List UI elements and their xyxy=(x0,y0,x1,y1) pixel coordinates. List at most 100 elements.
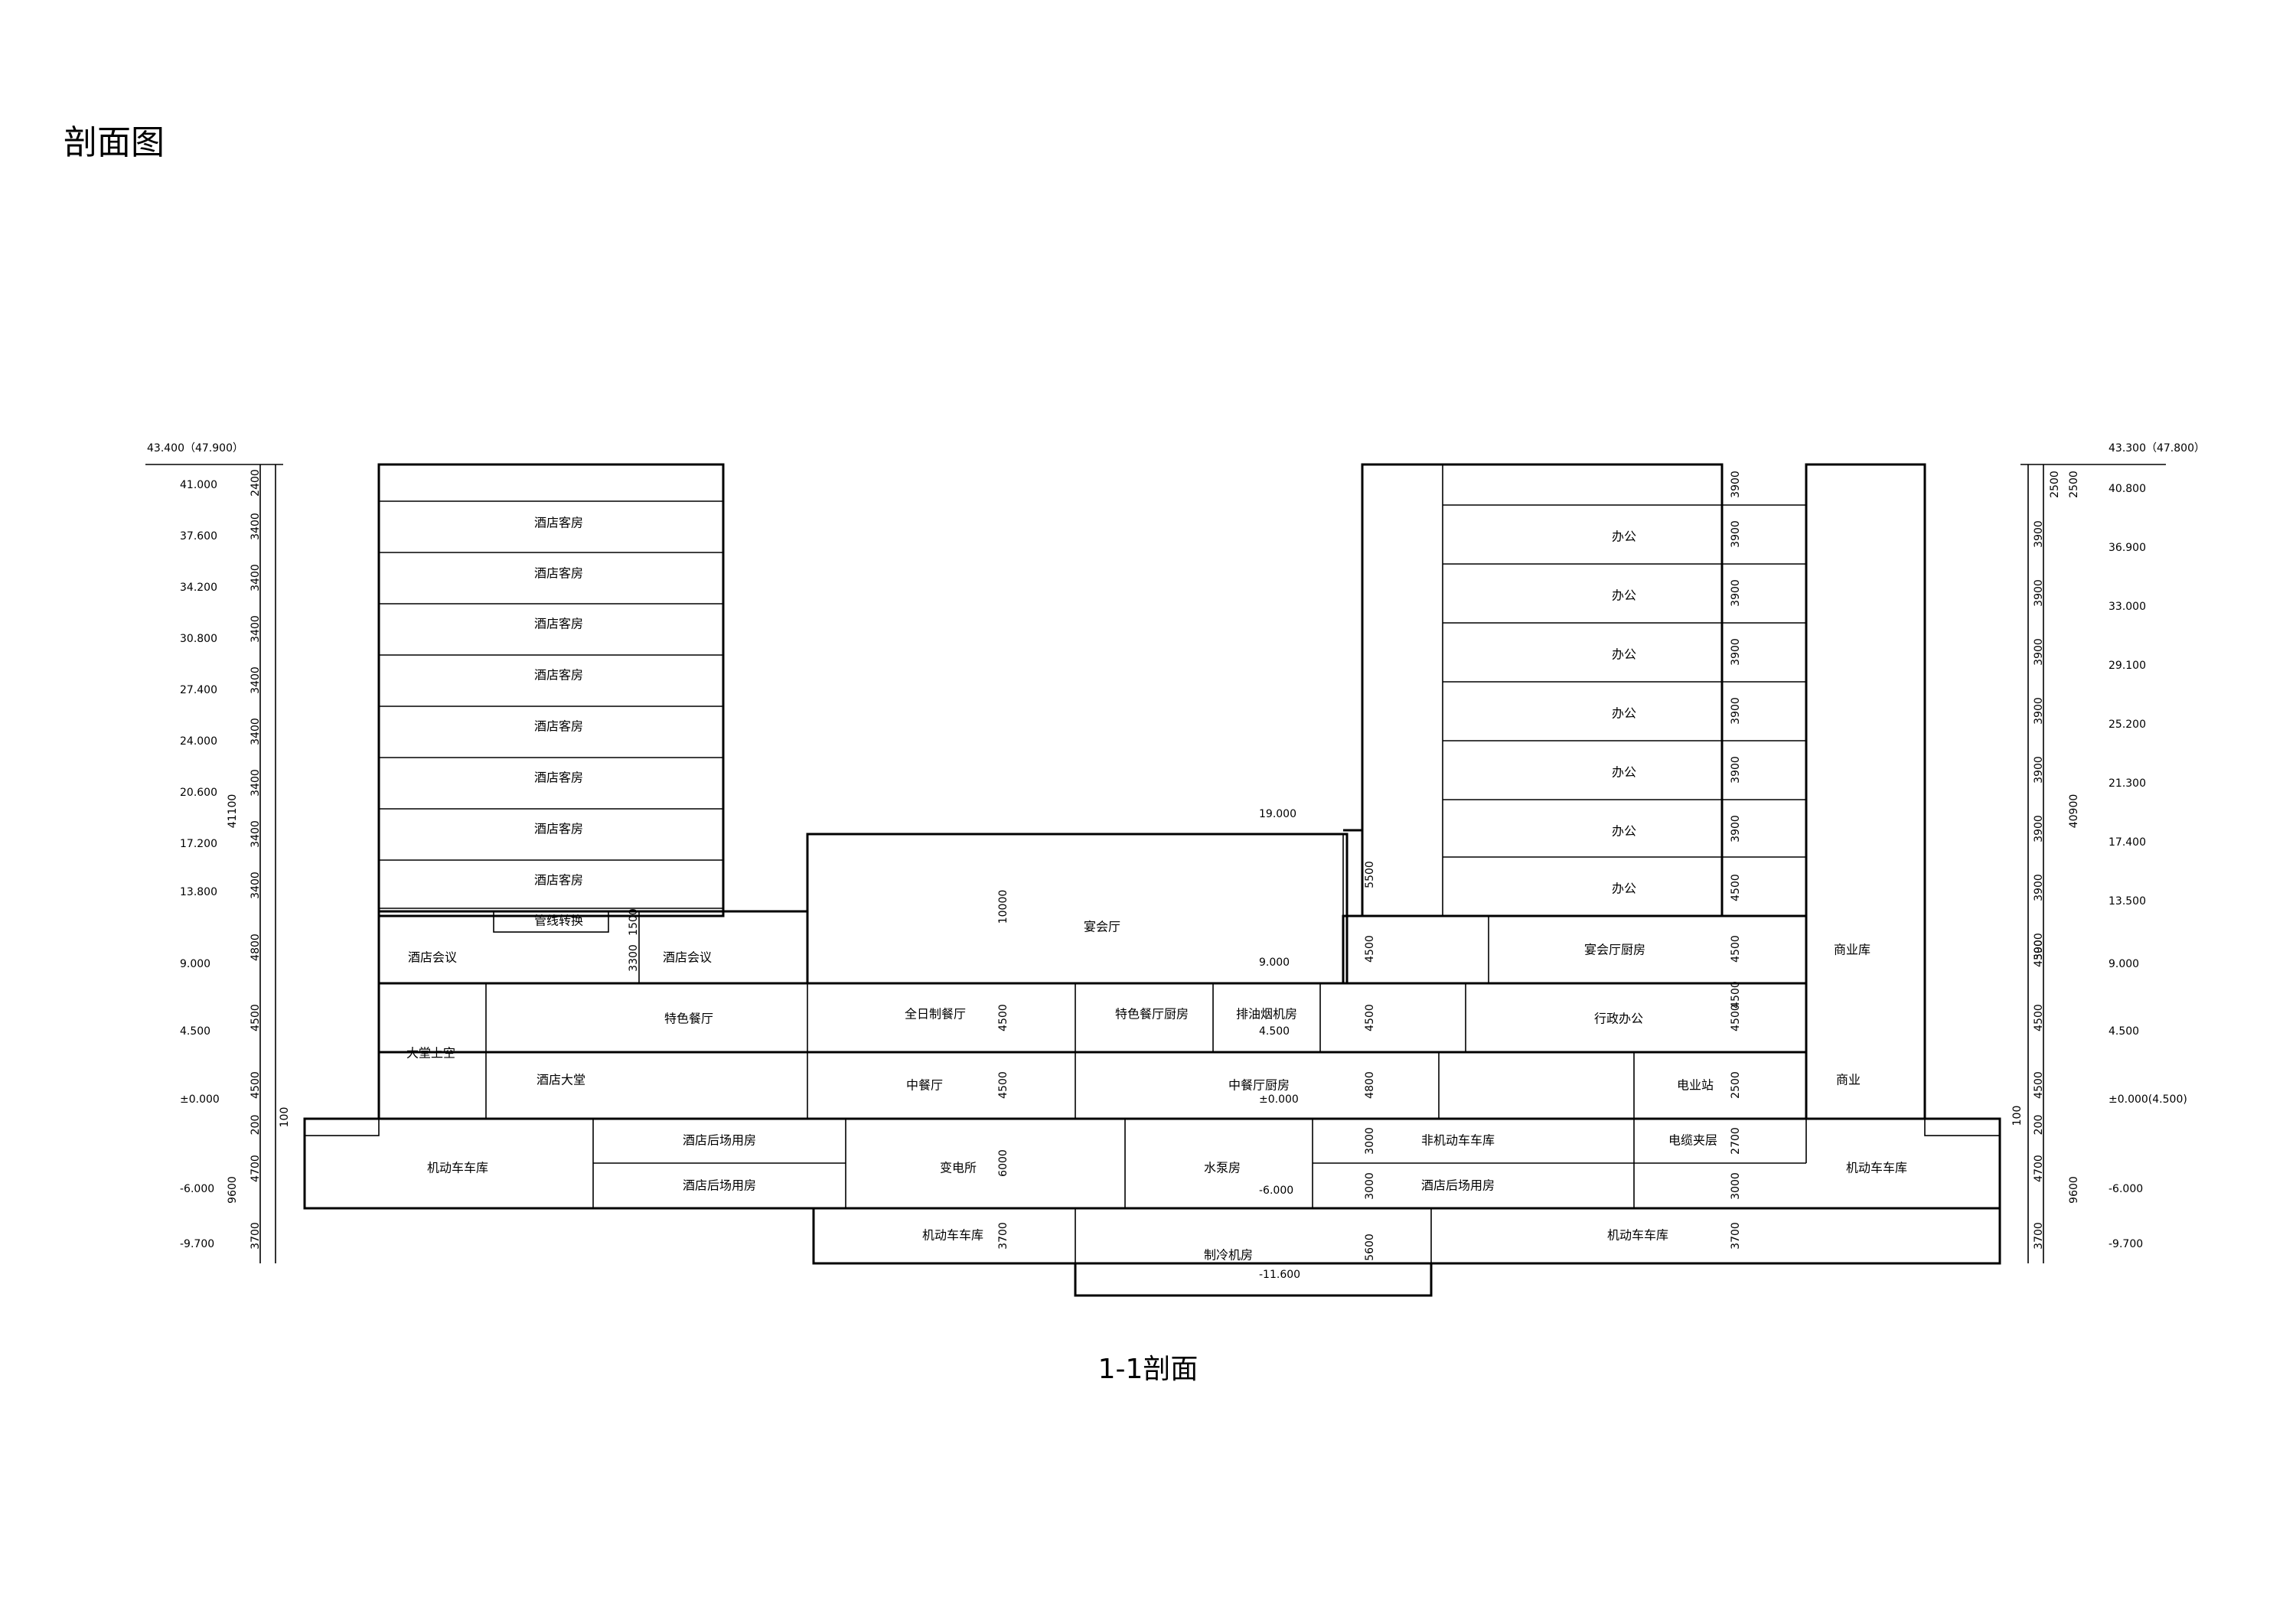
room-label: 酒店客房 xyxy=(534,873,583,888)
dim-label: 3700 xyxy=(2033,1222,2045,1250)
room-label: 非机动车车库 xyxy=(1421,1133,1495,1148)
page-title: 剖面图 xyxy=(64,123,165,162)
dim-label: 6000 xyxy=(997,1149,1009,1177)
structure-lines xyxy=(303,463,2001,1297)
level-label: 17.200 xyxy=(180,838,217,850)
dim-label: 4700 xyxy=(2033,1155,2045,1182)
dim-label: 4800 xyxy=(1364,1071,1376,1099)
inner-annotations: 19.000 9.000 4.500 ±0.000 -6.000 -11.600… xyxy=(628,471,1742,1281)
dim-label: 3400 xyxy=(249,564,262,592)
level-label: ±0.000 xyxy=(180,1093,220,1106)
dim-label: 3900 xyxy=(2033,579,2045,607)
dim-label: 3900 xyxy=(2033,933,2045,960)
room-label: 机动车车库 xyxy=(1846,1161,1907,1175)
dim-label: 4500 xyxy=(1364,935,1376,963)
dim-label: 4500 xyxy=(2033,1004,2045,1031)
level-label: 25.200 xyxy=(2108,719,2146,731)
dim-label: 3400 xyxy=(249,718,262,745)
room-label: 酒店客房 xyxy=(534,771,583,785)
room-label: 商业 xyxy=(1836,1073,1861,1087)
level-label: ±0.000 xyxy=(1259,1093,1299,1106)
room-label: 酒店后场用房 xyxy=(1421,1178,1495,1193)
level-label: -9.700 xyxy=(180,1238,214,1250)
dim-label: 3400 xyxy=(249,615,262,643)
room-label: 酒店客房 xyxy=(534,516,583,530)
dim-label: 4500 xyxy=(249,1004,262,1031)
dim-label: 4500 xyxy=(1730,935,1742,963)
room-label: 特色餐厅 xyxy=(664,1012,713,1026)
dim-label: 5600 xyxy=(1364,1234,1376,1261)
dim-label: 2500 xyxy=(1730,1071,1742,1099)
level-label: -11.600 xyxy=(1259,1269,1300,1281)
room-label: 机动车车库 xyxy=(427,1161,488,1175)
dim-label: 3700 xyxy=(997,1222,1009,1250)
level-label: -6.000 xyxy=(2108,1183,2143,1195)
level-label: 4.500 xyxy=(180,1025,210,1038)
room-label: 电缆夹层 xyxy=(1668,1133,1717,1148)
level-label: 34.200 xyxy=(180,582,217,594)
room-label: 办公 xyxy=(1612,882,1636,896)
dim-label: 4500 xyxy=(1730,874,1742,901)
dim-label: 9600 xyxy=(227,1176,239,1204)
dim-label: 4500 xyxy=(1730,981,1742,1009)
level-label: 21.300 xyxy=(2108,777,2146,790)
dim-label: 3900 xyxy=(1730,579,1742,607)
room-label: 机动车车库 xyxy=(1607,1228,1668,1243)
dim-label: 4500 xyxy=(249,1071,262,1099)
level-label: 19.000 xyxy=(1259,808,1296,820)
dim-label: 3300 xyxy=(628,944,640,972)
room-label: 酒店客房 xyxy=(534,566,583,581)
dim-label: 3700 xyxy=(1730,1222,1742,1250)
dim-label: 3400 xyxy=(249,769,262,797)
dim-label: 3700 xyxy=(249,1222,262,1250)
dim-label: 100 xyxy=(2011,1106,2024,1126)
dim-label: 4700 xyxy=(249,1155,262,1182)
level-label: 36.900 xyxy=(2108,542,2146,554)
room-label: 办公 xyxy=(1612,765,1636,780)
dim-label: 3900 xyxy=(1730,471,1742,498)
room-label: 酒店后场用房 xyxy=(683,1133,756,1148)
dim-label: 3400 xyxy=(249,820,262,848)
room-label: 制冷机房 xyxy=(1204,1248,1253,1263)
dim-label: 3000 xyxy=(1730,1172,1742,1200)
dim-label: 3900 xyxy=(2033,756,2045,784)
dim-label: 3900 xyxy=(2033,638,2045,666)
level-label: 9.000 xyxy=(1259,957,1290,969)
level-label: 13.500 xyxy=(2108,895,2146,908)
level-label: 9.000 xyxy=(2108,958,2139,970)
dim-label: 40900 xyxy=(2068,794,2080,829)
dim-label: 4500 xyxy=(997,1004,1009,1031)
level-label: 4.500 xyxy=(2108,1025,2139,1038)
level-label: -6.000 xyxy=(1259,1185,1293,1197)
room-label: 中餐厅 xyxy=(906,1078,943,1093)
room-label: 酒店大堂 xyxy=(536,1073,585,1087)
room-label: 特色餐厅厨房 xyxy=(1115,1007,1189,1022)
level-label: 43.400（47.900） xyxy=(147,442,243,455)
room-label: 变电所 xyxy=(940,1161,977,1175)
dim-label: 200 xyxy=(249,1115,262,1136)
level-label: 40.800 xyxy=(2108,483,2146,495)
dim-label: 3900 xyxy=(2033,815,2045,842)
dim-label: 4500 xyxy=(1364,1004,1376,1031)
level-label: 30.800 xyxy=(180,633,217,645)
dim-label: 3000 xyxy=(1364,1172,1376,1200)
right-level-axis: 43.300（47.800） 40.800 36.900 33.000 29.1… xyxy=(2011,442,2205,1263)
level-label: -9.700 xyxy=(2108,1238,2143,1250)
room-label: 电业站 xyxy=(1677,1078,1714,1093)
room-label: 宴会厅厨房 xyxy=(1584,943,1645,957)
level-label: 37.600 xyxy=(180,530,217,543)
dim-label: 1500 xyxy=(628,908,640,936)
dim-label: 9600 xyxy=(2068,1176,2080,1204)
dim-label: 100 xyxy=(279,1107,291,1128)
room-label: 办公 xyxy=(1612,706,1636,721)
level-label: 20.600 xyxy=(180,787,217,799)
room-label: 办公 xyxy=(1612,824,1636,839)
level-label: 43.300（47.800） xyxy=(2108,442,2205,455)
dim-label: 4500 xyxy=(1730,1004,1742,1031)
room-label: 酒店客房 xyxy=(534,822,583,836)
level-label: -6.000 xyxy=(180,1183,214,1195)
dim-label: 4500 xyxy=(997,1071,1009,1099)
dim-label: 3900 xyxy=(1730,520,1742,548)
room-label: 酒店客房 xyxy=(534,719,583,734)
